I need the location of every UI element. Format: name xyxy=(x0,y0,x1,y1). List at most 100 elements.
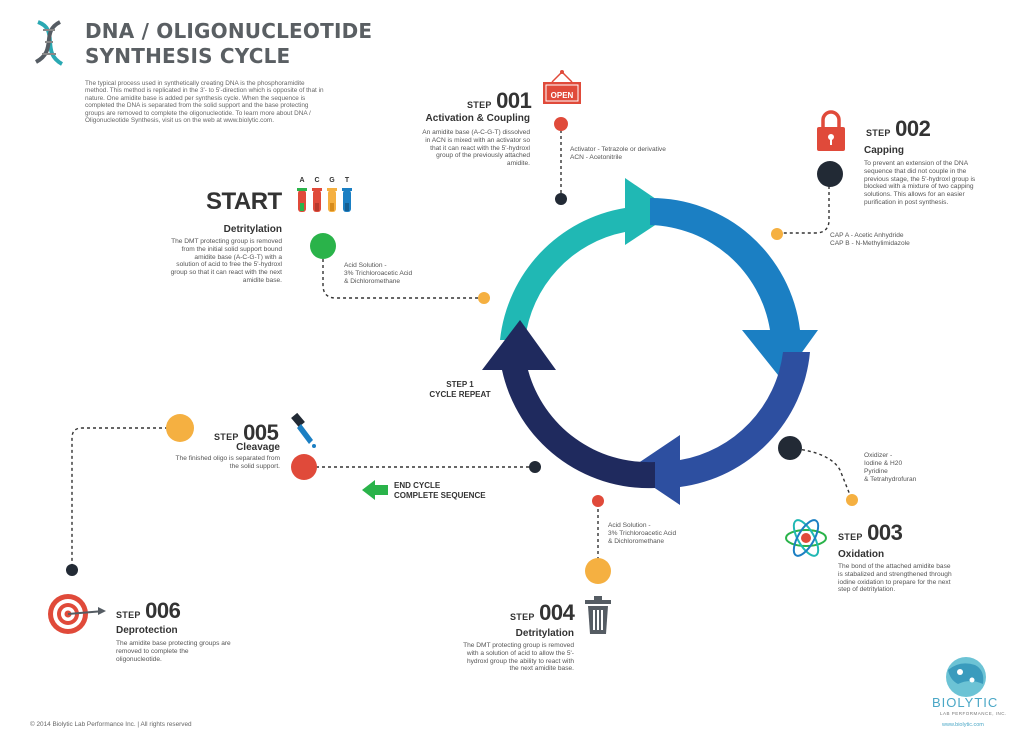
footer-copyright: © 2014 Biolytic Lab Performance Inc. | A… xyxy=(30,721,192,728)
step1-step-label: STEP xyxy=(467,100,492,110)
step3-subtitle: Oxidation xyxy=(838,549,885,560)
base-letter-t: T xyxy=(344,177,350,184)
step2-step-label: STEP xyxy=(866,128,891,138)
step1-note-line-2: ACN - Acetonitrile xyxy=(570,154,623,161)
dot-step2-dark xyxy=(817,161,843,187)
step1-subtitle: Activation & Coupling xyxy=(425,113,530,124)
step3-note-line-4: & Tetrahydrofuran xyxy=(864,476,917,483)
step3-note-line-1: Oxidizer - xyxy=(864,452,893,459)
step1-description: An amidite base (A-C-G-T) dissolved in A… xyxy=(422,129,530,168)
lock-icon xyxy=(817,110,845,151)
end-cycle-line-2: COMPLETE SEQUENCE xyxy=(394,491,486,500)
step2-heading: STEP 002 xyxy=(866,116,931,142)
dna-icon xyxy=(34,20,64,66)
title-line-1: DNA / OLIGONUCLEOTIDE xyxy=(85,19,373,43)
step4-subtitle: Detritylation xyxy=(515,628,574,639)
cycle-repeat-line-1: STEP 1 xyxy=(446,380,474,389)
start-note-line-3: & Dichloromethane xyxy=(344,278,401,285)
dot-step5-navy xyxy=(529,461,541,473)
step6-heading: STEP 006 xyxy=(116,598,181,624)
title-line-2: SYNTHESIS CYCLE xyxy=(85,44,291,68)
base-letter-g: G xyxy=(329,177,335,184)
dropper-icon xyxy=(291,412,316,448)
start-description: The DMT protecting group is removed from… xyxy=(170,238,282,284)
step3-description: The bond of the attached amidite base is… xyxy=(838,563,952,594)
dot-step1-red xyxy=(554,117,568,131)
step3-number: 003 xyxy=(867,520,903,545)
page-title: DNA / OLIGONUCLEOTIDE SYNTHESIS CYCLE xyxy=(85,19,372,69)
step4-note-line-2: 3% Trichloroacetic Acid xyxy=(608,530,677,537)
dot-step5-red xyxy=(291,454,317,480)
step1-note-line-1: Activator - Tetrazole or derivative xyxy=(570,146,666,153)
step4-description: The DMT protecting group is removed with… xyxy=(463,642,574,673)
open-sign-text: OPEN xyxy=(550,91,574,100)
step3-heading: STEP 003 xyxy=(838,520,903,546)
start-note-line-2: 3% Trichloroacetic Acid xyxy=(344,270,413,277)
dot-step2-orange xyxy=(771,228,783,240)
step2-subtitle: Capping xyxy=(864,145,904,156)
step3-step-label: STEP xyxy=(838,532,863,542)
dot-step4-orange xyxy=(585,558,611,584)
base-letter-c: C xyxy=(314,177,320,184)
dot-step5-orange xyxy=(166,414,194,442)
step1-number: 001 xyxy=(496,88,532,113)
step5-number: 005 xyxy=(243,420,279,445)
arrow-indigo xyxy=(628,352,810,505)
cycle-repeat-line-2: CYCLE REPEAT xyxy=(429,390,491,399)
step4-note: Acid Solution - 3% Trichloroacetic Acid … xyxy=(608,522,676,546)
base-letter-a: A xyxy=(299,177,305,184)
dot-start-orange xyxy=(478,292,490,304)
step3-note-line-3: Pyridine xyxy=(864,468,888,475)
step5-step-label: STEP xyxy=(214,432,239,442)
step6-description: The amidite base protecting groups are r… xyxy=(116,640,231,663)
end-cycle-line-1: END CYCLE xyxy=(394,481,441,490)
open-sign-icon xyxy=(543,70,581,104)
start-label: START xyxy=(206,188,282,215)
dot-step4-red xyxy=(592,495,604,507)
trash-icon xyxy=(585,596,611,634)
atom-icon xyxy=(785,519,827,557)
step6-subtitle: Deprotection xyxy=(116,625,178,636)
step1-heading: STEP 001 xyxy=(467,88,532,114)
step2-number: 002 xyxy=(895,116,931,141)
step3-note-line-2: Iodine & H20 xyxy=(864,460,903,467)
target-icon xyxy=(48,594,106,634)
end-cycle-label: END CYCLE COMPLETE SEQUENCE xyxy=(394,481,486,501)
step4-step-label: STEP xyxy=(510,612,535,622)
step4-note-line-1: Acid Solution - xyxy=(608,522,651,529)
step6-step-label: STEP xyxy=(116,610,141,620)
dot-step1-navy xyxy=(555,193,567,205)
step2-note-line-2: CAP B - N-Methylimidazole xyxy=(830,240,910,247)
connectors xyxy=(71,124,853,570)
end-cycle-arrow-icon xyxy=(362,480,388,500)
step5-subtitle: Cleavage xyxy=(236,442,280,453)
step4-heading: STEP 004 xyxy=(510,600,575,626)
biolytic-logo-icon xyxy=(946,657,986,697)
start-subtitle: Detritylation xyxy=(223,224,282,235)
logo-name: BIOLYTIC xyxy=(932,695,999,710)
step1-note: Activator - Tetrazole or derivative ACN … xyxy=(570,146,666,162)
step4-note-line-3: & Dichloromethane xyxy=(608,538,665,545)
arrow-navy xyxy=(482,320,655,489)
dot-step3-orange xyxy=(846,494,858,506)
step2-note-line-1: CAP A - Acetic Anhydride xyxy=(830,232,904,239)
step3-note: Oxidizer - Iodine & H20 Pyridine & Tetra… xyxy=(864,452,916,484)
step5-description: The finished oligo is separated from the… xyxy=(175,455,280,470)
test-tubes-icon xyxy=(297,188,352,212)
dot-start-green xyxy=(310,233,336,259)
logo-url-link[interactable]: www.biolytic.com xyxy=(942,722,984,728)
intro-text: The typical process used in syntheticall… xyxy=(85,80,324,125)
step6-number: 006 xyxy=(145,598,181,623)
step2-description: To prevent an extension of the DNA seque… xyxy=(864,160,976,206)
arrow-blue xyxy=(650,197,818,380)
start-note-line-1: Acid Solution - xyxy=(344,262,387,269)
cycle-repeat-label: STEP 1 CYCLE REPEAT xyxy=(420,380,500,400)
step4-number: 004 xyxy=(539,600,575,625)
logo-tagline: LAB PERFORMANCE, INC. xyxy=(940,711,1007,716)
step5-heading: STEP 005 xyxy=(214,420,279,446)
start-note: Acid Solution - 3% Trichloroacetic Acid … xyxy=(344,262,412,286)
cycle-ring xyxy=(482,178,818,505)
dot-step3-dark xyxy=(778,436,802,460)
arrow-teal xyxy=(500,178,675,340)
